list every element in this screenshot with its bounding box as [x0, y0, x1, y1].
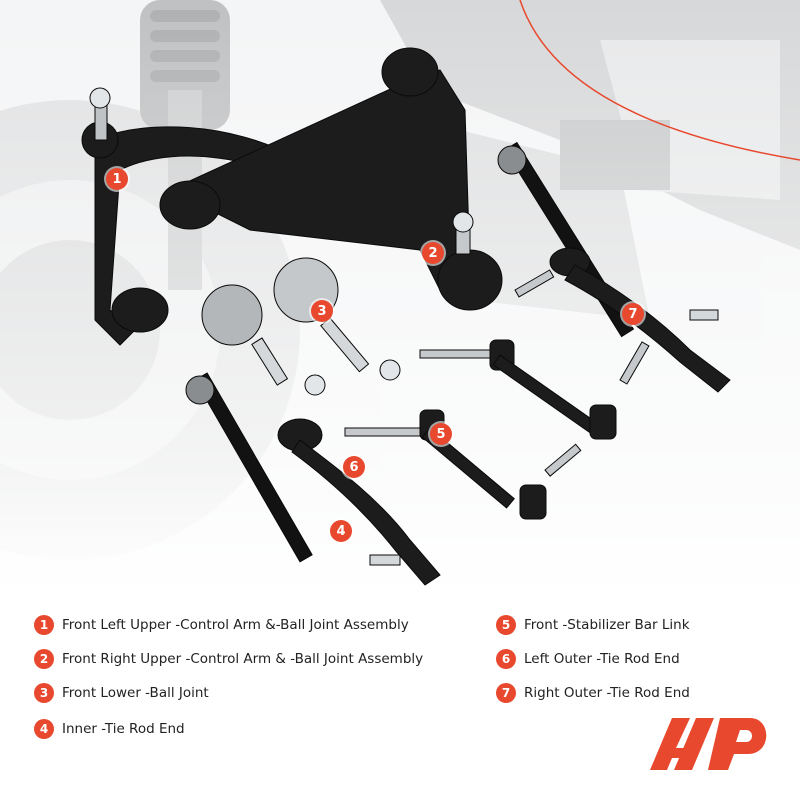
legend-number: 4	[34, 719, 54, 739]
legend-label: Front -Stabilizer Bar Link	[524, 617, 690, 633]
callout-4: 4	[330, 520, 352, 542]
accent-curve	[519, 0, 800, 161]
legend-item-7: 7 Right Outer -Tie Rod End	[496, 681, 690, 705]
callout-2: 2	[422, 242, 444, 264]
legend-item-5: 5 Front -Stabilizer Bar Link	[496, 613, 690, 637]
callout-6: 6	[343, 456, 365, 478]
callout-3: 3	[311, 300, 333, 322]
legend-item-2: 2 Front Right Upper -Control Arm & -Ball…	[34, 647, 423, 671]
callout-1: 1	[106, 168, 128, 190]
legend-item-4: 4 Inner -Tie Rod End	[34, 717, 185, 741]
legend-label: Left Outer -Tie Rod End	[524, 651, 680, 667]
parts-illustration	[0, 0, 800, 600]
callout-5: 5	[430, 423, 452, 445]
legend-number: 3	[34, 683, 54, 703]
left-outer-tie-rod	[277, 418, 441, 586]
right-outer-tie-rod	[514, 247, 731, 393]
legend-item-3: 3 Front Lower -Ball Joint	[34, 681, 209, 705]
legend-item-1: 1 Front Left Upper -Control Arm &-Ball J…	[34, 613, 409, 637]
parts-legend: 1 Front Left Upper -Control Arm &-Ball J…	[0, 605, 800, 800]
legend-item-6: 6 Left Outer -Tie Rod End	[496, 647, 680, 671]
legend-number: 1	[34, 615, 54, 635]
stabilizer-links	[344, 339, 650, 520]
legend-label: Right Outer -Tie Rod End	[524, 685, 690, 701]
legend-label: Front Left Upper -Control Arm &-Ball Joi…	[62, 617, 409, 633]
brand-logo-icon	[650, 718, 767, 770]
right-upper-control-arm	[159, 47, 503, 311]
legend-number: 7	[496, 683, 516, 703]
legend-label: Front Right Upper -Control Arm & -Ball J…	[62, 651, 424, 667]
callout-7: 7	[622, 303, 644, 325]
legend-number: 5	[496, 615, 516, 635]
legend-number: 6	[496, 649, 516, 669]
legend-number: 2	[34, 649, 54, 669]
legend-label: Inner -Tie Rod End	[62, 721, 185, 737]
product-image: 1 2 3 4 5 6 7	[0, 0, 800, 600]
legend-label: Front Lower -Ball Joint	[62, 685, 209, 701]
